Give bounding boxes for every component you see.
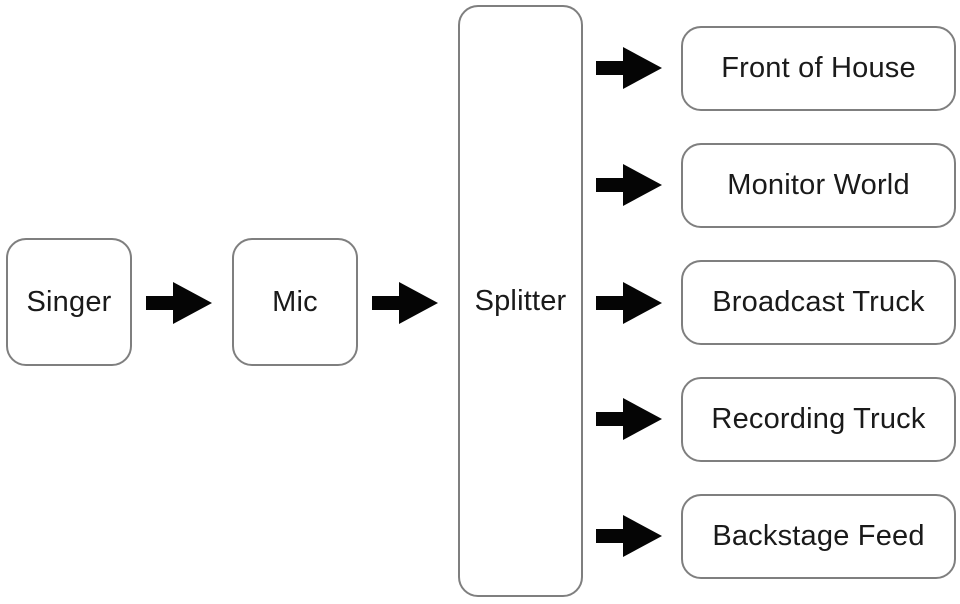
node-splitter-label: Splitter bbox=[474, 284, 567, 317]
arrow-right-icon-splitter-to-recording-truck bbox=[596, 397, 663, 441]
node-splitter: Splitter bbox=[458, 5, 583, 597]
arrow-right-icon-splitter-to-monitor-world bbox=[596, 163, 663, 207]
arrow-right-icon-splitter-to-broadcast-truck bbox=[596, 281, 663, 325]
node-mic-label: Mic bbox=[272, 285, 318, 318]
node-mic: Mic bbox=[232, 238, 358, 366]
node-recording-truck-label: Recording Truck bbox=[711, 403, 926, 435]
node-singer-label: Singer bbox=[26, 285, 112, 318]
node-front-of-house: Front of House bbox=[681, 26, 956, 111]
node-backstage-feed: Backstage Feed bbox=[681, 494, 956, 579]
arrow-right-icon-mic-to-splitter bbox=[372, 281, 439, 325]
arrow-right-icon-singer-to-mic bbox=[146, 281, 213, 325]
node-broadcast-truck-label: Broadcast Truck bbox=[712, 286, 925, 318]
node-front-of-house-label: Front of House bbox=[721, 52, 916, 84]
arrow-right-icon-splitter-to-front-of-house bbox=[596, 46, 663, 90]
node-monitor-world: Monitor World bbox=[681, 143, 956, 228]
node-singer: Singer bbox=[6, 238, 132, 366]
node-monitor-world-label: Monitor World bbox=[727, 169, 910, 201]
node-broadcast-truck: Broadcast Truck bbox=[681, 260, 956, 345]
arrow-right-icon-splitter-to-backstage-feed bbox=[596, 514, 663, 558]
node-backstage-feed-label: Backstage Feed bbox=[712, 520, 925, 552]
node-recording-truck: Recording Truck bbox=[681, 377, 956, 462]
